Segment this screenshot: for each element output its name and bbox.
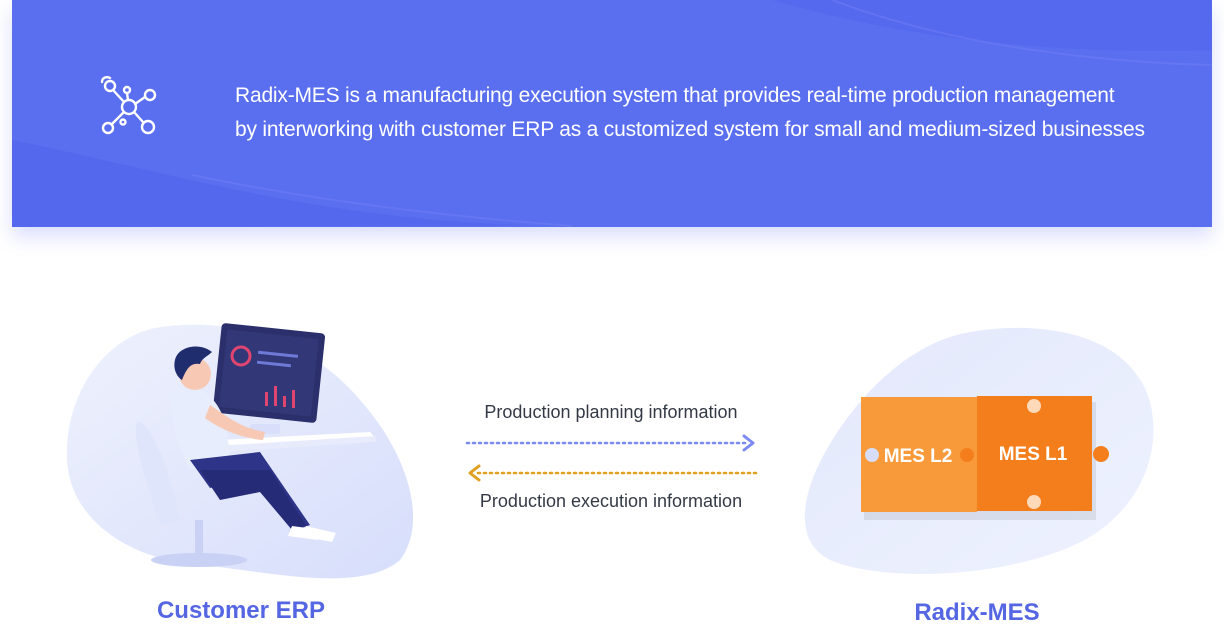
mes-l1-piece (977, 396, 1092, 511)
mes-l2-label: MES L2 (883, 446, 953, 467)
production-planning-label: Production planning information (484, 402, 738, 422)
flow-arrows (465, 434, 758, 482)
production-execution-label: Production execution information (479, 491, 743, 511)
puzzle-pieces-illustration (804, 327, 1154, 574)
customer-erp-caption: Customer ERP (156, 597, 326, 624)
banner-line-2: by interworking with customer ERP as a c… (235, 118, 1145, 141)
radix-mes-caption: Radix-MES (914, 599, 1040, 626)
intro-banner: Radix-MES is a manufacturing execution s… (12, 0, 1212, 227)
banner-line-1: Radix-MES is a manufacturing execution s… (235, 84, 1115, 107)
network-nodes-icon (100, 76, 157, 135)
banner-wave-decoration (12, 0, 1212, 227)
arrow-left-icon (468, 464, 481, 482)
person-at-computer-illustration (66, 323, 414, 579)
mes-l1-label: MES L1 (998, 444, 1068, 465)
mes-l2-piece (861, 397, 977, 512)
arrow-right-icon (742, 434, 755, 452)
banner-description: Radix-MES is a manufacturing execution s… (235, 79, 1195, 147)
